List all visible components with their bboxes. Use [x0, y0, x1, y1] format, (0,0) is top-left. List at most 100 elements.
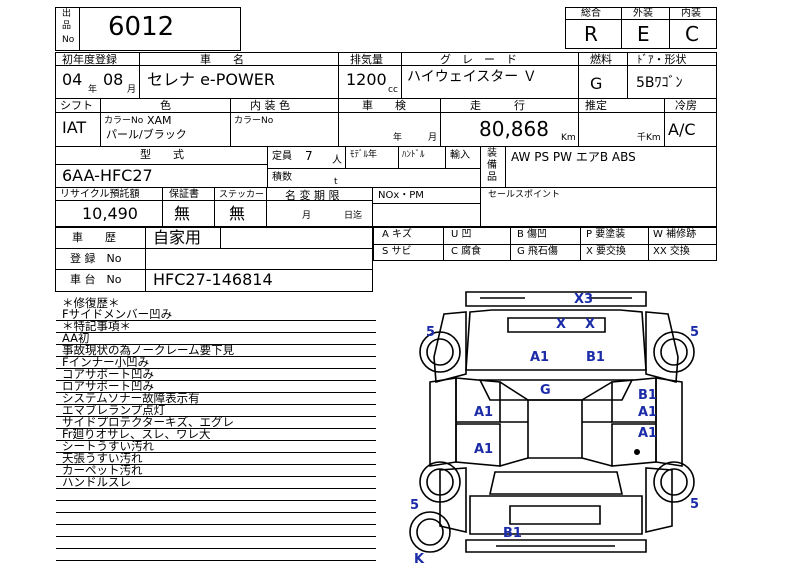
grade-header: グ レ ー ド	[440, 53, 517, 66]
note-item: Fインナー小凹み	[62, 355, 150, 369]
note-item: Fr廻りオサレ、スレ、ワレ大	[62, 427, 211, 441]
equipment: AW PS PW エアB ABS	[511, 150, 636, 164]
lot-box	[55, 7, 241, 51]
mark-right-b1: B1	[638, 388, 657, 403]
reg-month: 08	[103, 70, 124, 89]
legend-item: W 補修跡	[653, 229, 697, 240]
lot-number: 6012	[108, 12, 175, 42]
note-item: サイドプロテクターキズ、エグレ	[62, 415, 235, 429]
color-no-label: カラーNo	[104, 116, 144, 126]
name-change-month-unit: 月	[302, 211, 312, 221]
equipment-header: 備	[487, 160, 497, 171]
name-change-day-unit: 日迄	[344, 211, 363, 221]
warranty: 無	[174, 204, 191, 223]
legend-item: B 傷凹	[517, 229, 548, 240]
fuel: G	[590, 74, 603, 93]
note-item: 天張うすい汚れ	[62, 451, 143, 465]
equipment-header: 装	[487, 148, 497, 159]
displacement-unit: cc	[388, 85, 398, 95]
mileage: 80,868	[479, 117, 549, 141]
air-conditioner: A/C	[668, 120, 696, 139]
grade-overall-header: 総合	[581, 8, 601, 19]
grade-interior-header: 内装	[681, 8, 701, 19]
special-header: ＊特記事項＊	[62, 319, 131, 333]
history-header: 車 歴	[72, 231, 116, 244]
inspection-month-unit: 月	[428, 133, 438, 143]
repair-header: ＊修復歴＊	[62, 296, 120, 310]
grade-interior: C	[685, 22, 699, 46]
estimated-header: 推定	[585, 99, 607, 112]
lot-label: No	[62, 35, 75, 45]
warranty-header: 保証書	[169, 189, 199, 200]
mark-tire-fr: 5	[690, 325, 700, 340]
interior-color-no-label: カラーNo	[234, 116, 274, 126]
color-name: パール/ブラック	[106, 128, 187, 141]
ac-header: 冷房	[675, 99, 697, 112]
body-header: ﾄﾞｱ・形状	[637, 53, 687, 66]
note-item: ロアサポート凹み	[62, 379, 154, 393]
mileage-unit: Km	[561, 133, 576, 143]
sticker-header: ステッカー	[219, 190, 265, 200]
recycle-fee: 10,490	[82, 204, 138, 223]
note-item: ハンドルスレ	[62, 475, 131, 489]
body-type: 5Bﾜｺﾞﾝ	[636, 75, 683, 91]
mark-rear-bumper: B1	[503, 526, 522, 541]
equipment-header: 品	[487, 172, 497, 183]
displacement-header: 排気量	[350, 53, 383, 66]
inspection-year-unit: 年	[393, 133, 403, 143]
note-item: システムソナー故障表示有	[62, 391, 200, 405]
registration-no-header: 登 録 No	[70, 252, 122, 265]
history: 自家用	[153, 228, 202, 247]
mark-hood-right: X	[585, 317, 596, 332]
car-name: セレナ e-POWER	[147, 70, 275, 89]
legend-item: A キズ	[382, 229, 413, 240]
legend-item: XX 交換	[653, 246, 690, 257]
selling-point-header: セールスポイント	[488, 190, 561, 200]
note-item: コアサポート凹み	[62, 367, 154, 381]
grade-exterior-header: 外装	[633, 8, 653, 19]
lot-label: 出	[62, 9, 72, 19]
model-year-header: ﾓﾃﾞﾙ年	[350, 150, 378, 160]
mark-hood-left: X	[556, 317, 567, 332]
legend-item: C 腐食	[451, 246, 482, 257]
lot-label: 品	[62, 21, 72, 31]
shift: IAT	[62, 118, 87, 137]
import-header: 輸入	[450, 150, 470, 161]
mark-windshield: G	[540, 383, 551, 398]
color-no: XAM	[147, 114, 172, 127]
capacity-unit: 人	[332, 155, 342, 166]
legend-item: U 凹	[451, 229, 472, 240]
note-item: エマブレランプ点灯	[62, 403, 166, 417]
color-header: 色	[160, 99, 171, 112]
mark-tire-spare: 5	[410, 498, 420, 513]
note-item: シートうすい汚れ	[62, 439, 154, 453]
history-box	[55, 227, 373, 292]
mark-fender-right: B1	[586, 350, 605, 365]
mark-fender-left: A1	[530, 350, 550, 365]
chassis-number: HFC27-146814	[153, 270, 273, 289]
mark-door-rl: A1	[474, 442, 494, 457]
legend-item: S サビ	[382, 246, 412, 257]
mark-spare-label: K	[414, 552, 425, 567]
car-name-header: 車 名	[200, 53, 244, 66]
displacement: 1200	[346, 70, 387, 89]
first-reg-header: 初年度登録	[62, 53, 117, 66]
reg-year-unit: 年	[88, 85, 98, 95]
mark-right-a1: A1	[638, 405, 658, 420]
grades-box	[565, 7, 717, 49]
car-damage-diagram	[409, 291, 695, 553]
note-item: 事故現状の為ノークレーム要下見	[62, 343, 235, 357]
note-item: カーペット汚れ	[62, 463, 143, 477]
legend-item: X 要交換	[586, 246, 627, 257]
note-item: Fサイドメンバー凹み	[62, 307, 173, 321]
mark-right-a1: A1	[638, 426, 658, 441]
estimated-unit: 千Km	[637, 133, 661, 143]
model-header: 型 式	[140, 148, 184, 161]
sticker: 無	[229, 204, 246, 223]
vehicle-info-grid	[55, 52, 717, 227]
mark-tire-fl: 5	[426, 325, 436, 340]
reg-year: 04	[62, 70, 83, 89]
shift-header: シフト	[60, 99, 93, 112]
capacity: 7	[305, 149, 313, 163]
chassis-header: 車 台 No	[70, 273, 122, 286]
